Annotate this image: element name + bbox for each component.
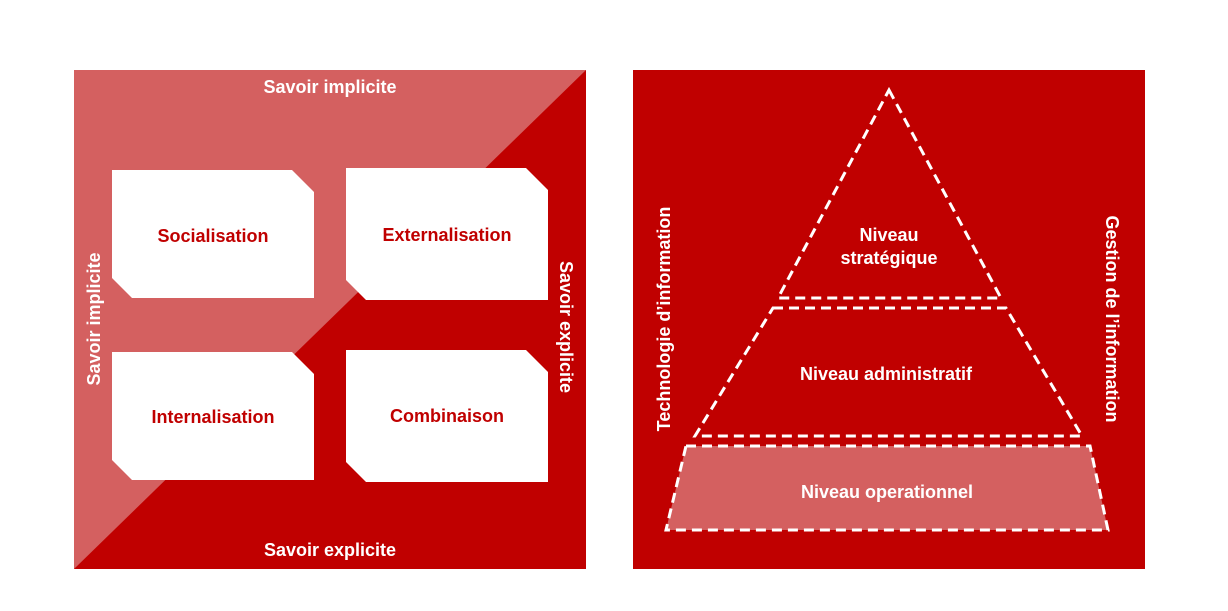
card-externalisation [346,168,548,300]
level-administrative-label: Niveau administratif [800,364,973,384]
level-strategic-line2: stratégique [840,248,937,268]
label-combinaison: Combinaison [390,406,504,426]
card-combinaison [346,350,548,482]
label-internalisation: Internalisation [151,407,274,427]
level-strategic-shape [775,86,1004,300]
seci-bottom-label: Savoir explicite [264,540,396,560]
seci-left-label: Savoir implicite [84,252,104,385]
label-externalisation: Externalisation [382,225,511,245]
seci-panel: Savoir implicite Savoir explicite Savoir… [74,70,586,569]
label-socialisation: Socialisation [157,226,268,246]
level-strategic-line1: Niveau [859,225,918,245]
seci-right-label: Savoir explicite [556,261,576,393]
pyramid-right-label: Gestion de l’information [1102,215,1122,422]
level-administrative-shape [692,306,1085,438]
card-socialisation [112,170,314,298]
level-operational-shape [664,444,1110,532]
card-internalisation [112,352,314,480]
seci-top-label: Savoir implicite [263,77,396,97]
pyramid-panel: Technologie d’information Gestion de l’i… [633,70,1145,569]
level-operational-label: Niveau operationnel [801,482,973,502]
pyramid-left-label: Technologie d’information [654,207,674,432]
